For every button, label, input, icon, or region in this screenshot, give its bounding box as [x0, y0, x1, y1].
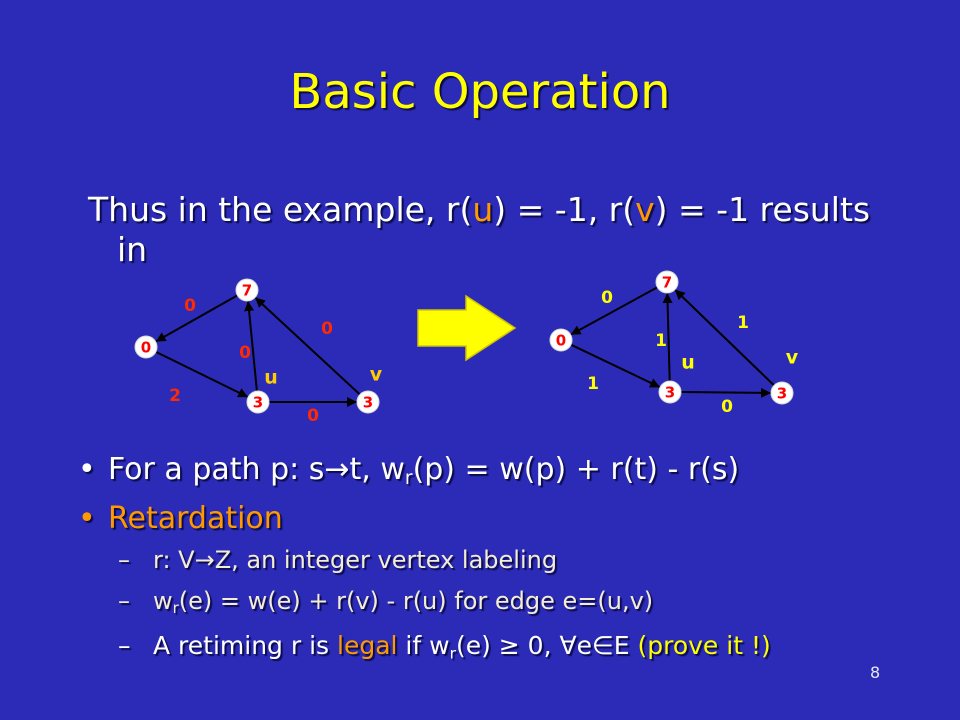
node-circle [235, 278, 259, 302]
subscript-r: r [172, 599, 179, 618]
edge-v-to-top [674, 288, 775, 387]
graph-after: 7 0 3 3 0 1 1 1 0 u v [549, 270, 799, 417]
intro-line-2: in [88, 230, 870, 270]
edge-label-u-to-v: 0 [721, 397, 733, 417]
sub-bullet-text-post: (e) = w(e) + r(v) - r(u) for edge e=(u,v… [178, 587, 654, 615]
bullet-retardation: • Retardation [78, 501, 283, 537]
prove-it-note: (prove it !) [637, 631, 771, 660]
node-weight: 3 [777, 384, 787, 402]
edge-u-to-top [662, 292, 673, 382]
vertex-label-u: u [264, 367, 278, 389]
sub-bullet-text-pre: w [153, 587, 173, 615]
edge-label-v-to-top: 0 [321, 319, 333, 339]
edge-label-u-to-v: 0 [307, 406, 319, 426]
node-weight: 3 [253, 393, 263, 411]
node-v: 3 [770, 381, 794, 405]
slide-title: Basic Operation [289, 64, 671, 120]
node-weight: 7 [662, 273, 672, 291]
edge-u-to-top [244, 300, 258, 392]
edge-label-u-to-top: 1 [655, 331, 667, 351]
sub-bullet-labeling: –r: V→Z, an integer vertex labeling [118, 545, 557, 575]
node-circle [655, 270, 679, 294]
legal-highlight: legal [337, 631, 398, 660]
edge-u-to-v [680, 387, 772, 398]
node-u: 3 [246, 390, 270, 414]
dash-marker: – [118, 546, 130, 574]
vertex-label-u: u [681, 352, 695, 374]
sub-bullet-text-mid: if w [397, 631, 450, 660]
edge-label-v-to-top: 1 [737, 313, 749, 333]
node-circle [549, 328, 573, 352]
sub-bullet-text-post: (e) ≥ 0, ∀e∈E [455, 631, 638, 660]
node-left: 0 [549, 328, 573, 352]
edge-left-to-u [155, 351, 249, 398]
sub-bullet-text: r: V→Z, an integer vertex labeling [153, 546, 558, 574]
node-circle [134, 335, 158, 359]
intro-line-1: Thus in the example, r(u) = -1, r(v) = -… [88, 190, 870, 230]
intro-part2: ) = -1, r( [493, 190, 636, 229]
edge-label-left-to-u: 2 [169, 386, 181, 406]
bullet-text: Retardation [108, 501, 283, 536]
page-number: 8 [870, 663, 881, 682]
node-weight: 0 [556, 331, 566, 349]
subscript-r: r [404, 468, 413, 490]
graph-before: 7 0 3 3 0 0 0 2 0 u v [134, 278, 383, 426]
edge-label-left-to-u: 1 [587, 374, 599, 394]
intro-vertex-u: u [472, 190, 494, 229]
sub-bullet-edge-weight: –wr(e) = w(e) + r(v) - r(u) for edge e=(… [118, 586, 653, 616]
node-weight: 3 [363, 393, 373, 411]
edge-top-to-left [570, 286, 658, 336]
node-circle [356, 390, 380, 414]
node-u: 3 [658, 380, 682, 404]
vertex-label-v: v [370, 364, 383, 386]
bullet-path-weight: • For a path p: s→t, wr(p) = w(p) + r(t) … [78, 452, 739, 488]
subscript-r: r [449, 644, 456, 663]
edge-v-to-top [254, 296, 361, 396]
intro-vertex-v: v [635, 190, 655, 229]
edge-label-top-to-left: 0 [184, 296, 196, 316]
node-v: 3 [356, 390, 380, 414]
intro-text: Thus in the example, r(u) = -1, r(v) = -… [88, 190, 870, 270]
node-circle [246, 390, 270, 414]
edge-label-u-to-top: 0 [239, 343, 251, 363]
edge-label-top-to-left: 0 [601, 288, 613, 308]
sub-bullet-text-pre: A retiming r is [153, 631, 338, 660]
node-circle [658, 380, 682, 404]
edge-left-to-u [570, 343, 661, 389]
intro-part4: in [117, 230, 148, 269]
node-weight: 7 [242, 281, 252, 299]
node-top: 7 [235, 278, 259, 302]
intro-part3: ) = -1 results [654, 190, 871, 229]
bullet-text-pre: For a path p: s→t, w [108, 452, 405, 487]
sub-bullet-legal-retiming: –A retiming r is legal if wr(e) ≥ 0, ∀e∈… [118, 631, 771, 661]
bullet-text-post: (p) = w(p) + r(t) - r(s) [412, 452, 740, 487]
bullet-marker: • [78, 501, 96, 536]
node-weight: 0 [141, 338, 151, 356]
transform-arrow [417, 294, 517, 362]
node-weight: 3 [665, 383, 675, 401]
dash-marker: – [118, 587, 130, 615]
node-left: 0 [134, 335, 158, 359]
retiming-graphs: 7 0 3 3 0 0 0 2 0 u v [134, 270, 799, 426]
vertex-label-v: v [786, 347, 799, 369]
node-circle [770, 381, 794, 405]
intro-part1: Thus in the example, r( [88, 190, 473, 229]
bullet-marker: • [78, 452, 96, 487]
edge-top-to-left [155, 294, 238, 343]
node-top: 7 [655, 270, 679, 294]
dash-marker: – [118, 631, 131, 660]
